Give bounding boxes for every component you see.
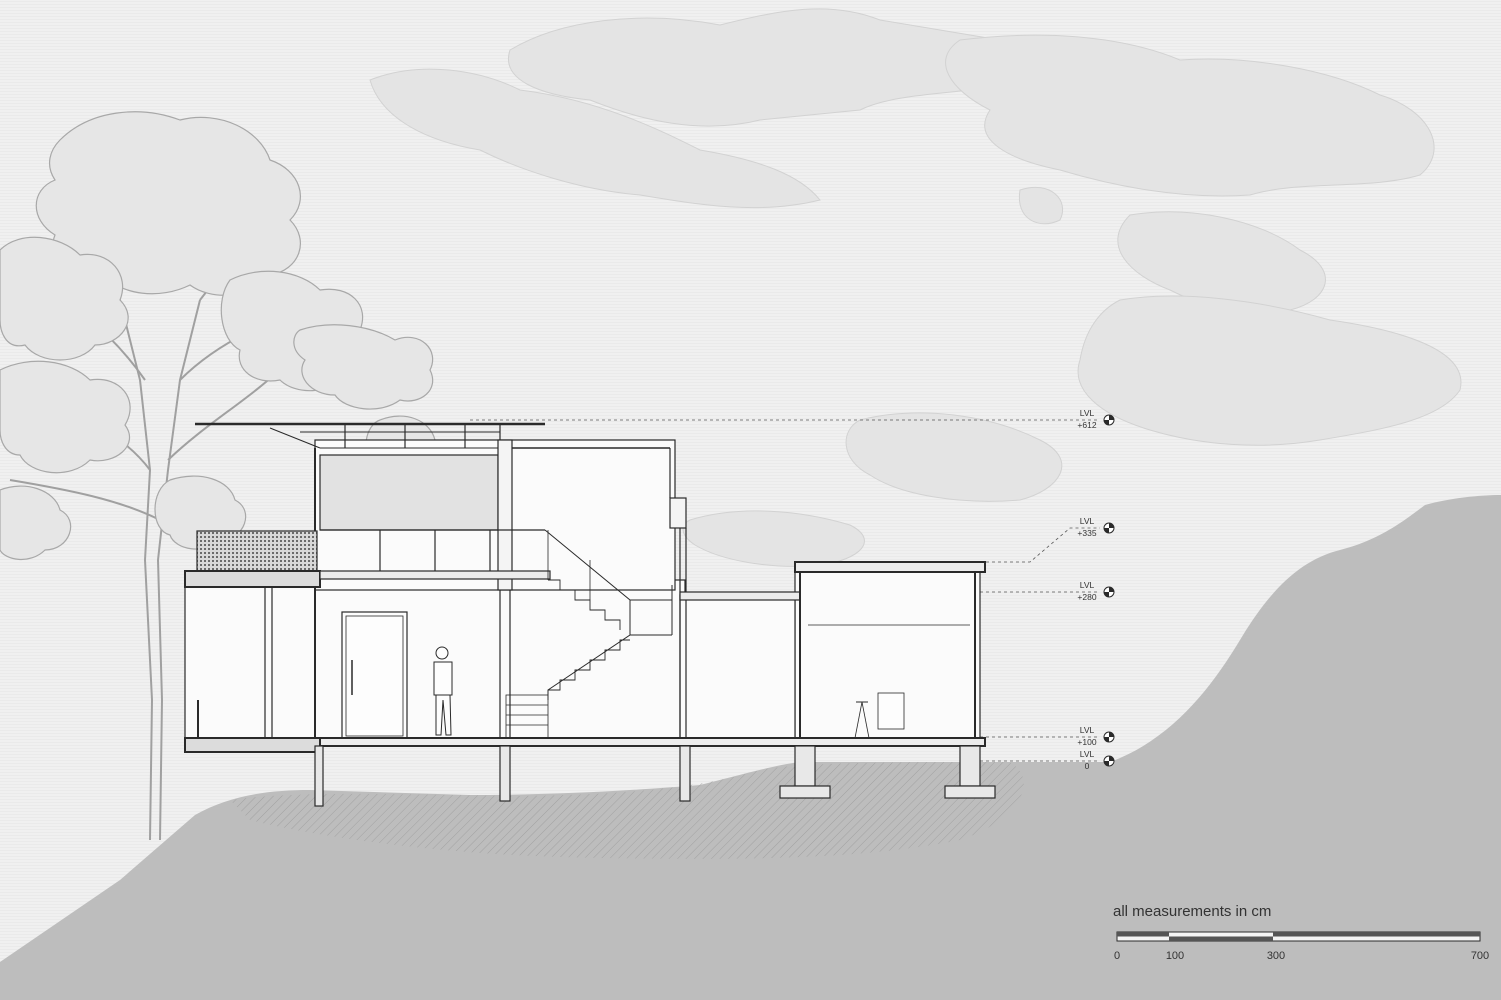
scale-bar-tick-label: 100: [1166, 950, 1184, 962]
level-datum-fill: [1104, 420, 1109, 425]
scale-person-figure: [433, 646, 453, 736]
scale-bar-seg-3: [1273, 932, 1480, 937]
scale-bar-ticks: 0 100 300 700: [1114, 950, 1489, 962]
level-datum-fill: [1104, 592, 1109, 597]
building-section: [184, 422, 996, 807]
level-dimension-lines: [470, 419, 1100, 762]
level-marker: LVL +335: [1077, 516, 1115, 538]
level-tag: LVL: [1080, 580, 1095, 590]
level-datum-fill: [1109, 756, 1114, 761]
level-datum-fill: [1109, 415, 1114, 420]
level-value: +335: [1077, 528, 1096, 538]
cloud-shapes: [369, 8, 1462, 567]
scale-bar-seg-1: [1117, 932, 1169, 937]
level-value: +100: [1077, 737, 1096, 747]
scale-bar-seg-2: [1169, 936, 1273, 941]
level-marker: LVL +280: [1077, 580, 1115, 602]
level-value: +612: [1077, 420, 1096, 430]
level-value: 0: [1085, 761, 1090, 771]
level-marker: LVL +612: [1077, 408, 1115, 430]
measurement-note: all measurements in cm: [1113, 903, 1271, 920]
level-datum-fill: [1104, 761, 1109, 766]
scale-bar-tick-label: 700: [1471, 950, 1489, 962]
level-datum-fill: [1109, 587, 1114, 592]
level-datum-fill: [1104, 737, 1109, 742]
level-marker: LVL 0: [1080, 749, 1115, 771]
ground-terrain: [0, 495, 1501, 1000]
level-tag: LVL: [1080, 749, 1095, 759]
level-tag: LVL: [1080, 408, 1095, 418]
scale-bar-tick-label: 300: [1267, 950, 1285, 962]
level-tag: LVL: [1080, 725, 1095, 735]
level-datum-fill: [1109, 732, 1114, 737]
level-datum-fill: [1104, 528, 1109, 533]
level-value: +280: [1077, 592, 1096, 602]
level-datum-fill: [1109, 523, 1114, 528]
level-tag: LVL: [1080, 516, 1095, 526]
scale-bar: all measurements in cm 0 100 300 700: [1113, 903, 1489, 962]
level-marker: LVL +100: [1077, 725, 1115, 747]
scale-bar-tick-label: 0: [1114, 950, 1120, 962]
